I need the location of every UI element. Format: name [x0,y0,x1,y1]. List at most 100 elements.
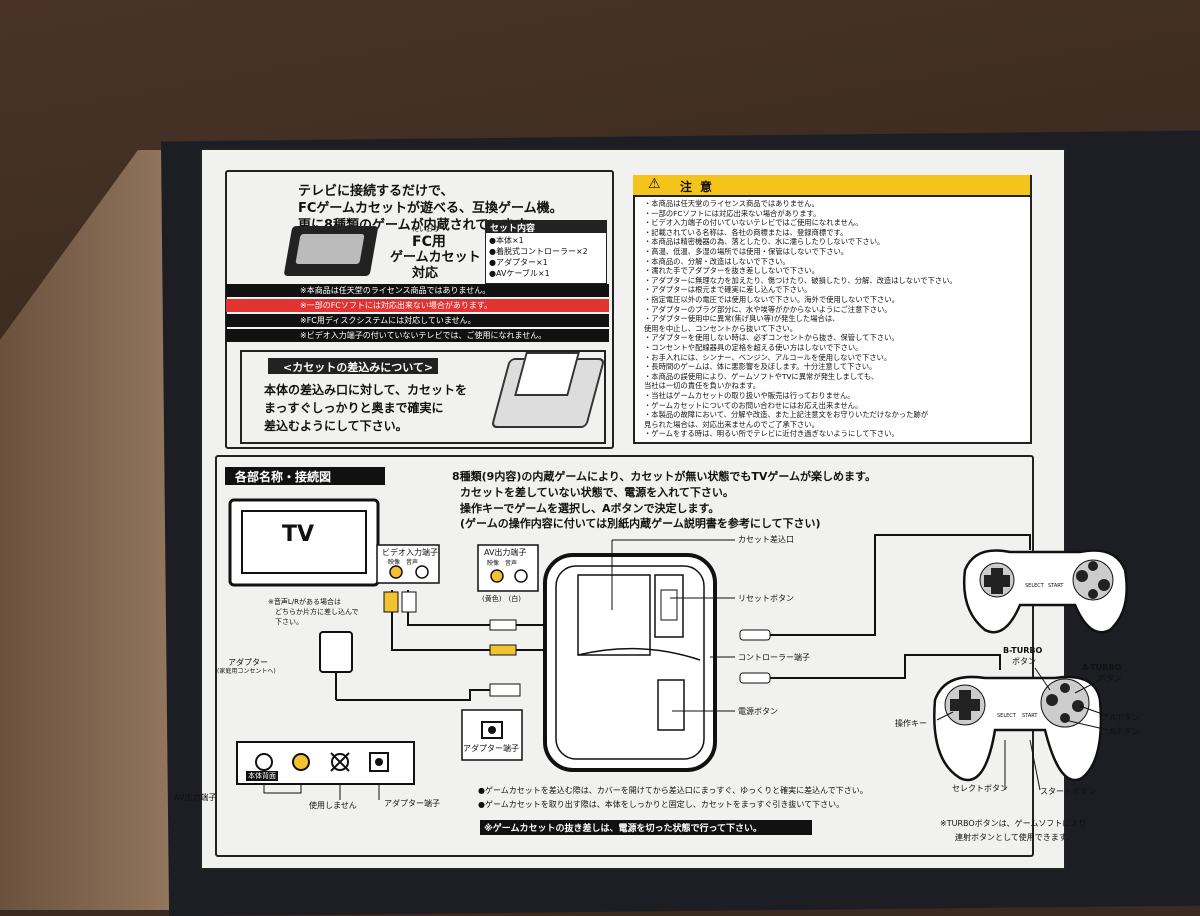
caution-line: ・本製品の故障において、分解や改造、また上記注意文をお守りいただけなかった跡が [644,410,928,420]
insert-note-2: ●ゲームカセットを取り出す際は、本体をしっかりと固定し、カセットをまっすぐ引き抜… [478,800,845,809]
cassette-insert-line-2: まっすぐしっかりと奥まで確実に [264,401,444,415]
diagram-panel [215,455,1034,857]
video-input-label: ビデオ入力端子 [382,548,438,557]
diagram-desc-1: 8種類(9内容)の内蔵ゲームにより、カセットが無い状態でもTVゲームが楽しめます… [452,470,876,483]
caution-header [633,175,1030,197]
caution-line: ・アダプターのプラグ部分に、水や埃等がかからないようにご注意下さい。 [644,304,892,314]
caution-line: ・本商品の、分解・改造はしないで下さい。 [644,256,790,266]
cassette-insert-line-1: 本体の差込み口に対して、カセットを [264,383,468,397]
caution-line: 見られた場合は、対応出来ませんのでご了承下さい。 [644,419,819,429]
caution-line: ・ビデオ入力端子の付いていないテレビではご使用になれません。 [644,218,863,228]
power-off-note: ※ゲームカセットの抜き差しは、電源を切った状態で行って下さい。 [484,824,763,834]
audio-note-3: 下さい。 [275,618,303,626]
cassette-insert-line-3: 差込むようにして下さい。 [264,419,408,433]
diagram-desc-3: 操作キーでゲームを選択し、Aボタンで決定します。 [460,502,720,515]
caution-line: 当社は一切の責任を負いかねます。 [644,381,761,391]
caution-line: ・本商品は精密機器の為、落としたり、水に濡らしたりしないで下さい。 [644,237,885,247]
turbo-note-1: ※TURBOボタンは、ゲームソフトにより [940,819,1087,828]
caution-title: 注意 [680,180,721,194]
b-turbo-label: B-TURBO [1003,646,1043,655]
note-1: ※本商品は任天堂のライセンス商品ではありません。 [300,286,491,295]
note-4: ※ビデオ入力端子の付いていないテレビでは、ご使用になれません。 [300,331,547,340]
pad-select-label: SELECT [1025,583,1044,589]
caution-line: ・本商品は任天堂のライセンス商品ではありません。 [644,199,819,208]
a-button-label: Aボタン [1110,713,1140,722]
intro-line-2: FCゲームカセットが遊べる、互換ゲーム機。 [298,201,563,216]
caution-line: ・ゲームカセットについてのお問い合わせにはお応え出来ません。 [644,400,863,410]
audio-note-1: ※音声L/Rがある場合は [268,598,341,606]
diagram-desc-2: カセットを差していない状態で、電源を入れて下さい。 [460,486,734,499]
cassette-insert-title: <カセットの差込みについて> [283,361,434,374]
audio-note-2: どちらか片方に差し込んで [275,608,359,616]
b-button-label: Bボタン [1110,727,1140,736]
set-contents-header [485,220,607,233]
diagram-desc-4: (ゲームの操作内容に付いては別紙内蔵ゲーム説明書を参考にして下さい) [460,517,821,530]
warning-icon: ⚠ [648,176,661,192]
caution-line: ・ゲームをする時は、明るい所でテレビに近付き過ぎないようにして下さい。 [644,429,899,439]
cassette-slot-label: カセット差込口 [738,535,794,544]
note-bar-4 [226,329,609,342]
caution-line: ・本商品の誤使用により、ゲームソフトやTVに異常が発生しましても、 [644,371,879,381]
dpad-label: 操作キー [895,719,927,728]
set-contents-title: セット内容 [490,224,536,234]
badge-ruby: たいおう [412,225,440,233]
caution-line: ・コンセントや配線器具の定格を超える使い方はしないで下さい。 [644,343,863,352]
note-2: ※一部のFCソフトには対応出来ない場合があります。 [300,301,493,310]
intro-line-1: テレビに接続するだけで、 [298,184,454,199]
reset-button-label: リセットボタン [738,594,794,603]
cassette-insert-title-bar [268,358,438,374]
caution-line: ・アダプターを使用しない時は、必ずコンセントから抜き、保管して下さい。 [644,333,899,343]
av-colors: (黄色) (白) [482,595,521,603]
power-button-label: 電源ボタン [738,707,778,716]
caution-line: ・お手入れには、シンナー、ベンジン、アルコールを使用しないで下さい。 [644,352,892,362]
caution-line: ・高温、低温、多湿の場所では使用・保管はしないで下さい。 [644,247,849,256]
back-av-label: AV出力端子 [174,793,217,802]
caution-line: ・濡れた手でアダプターを抜き差ししないで下さい。 [644,266,819,276]
note-bar-1 [226,284,609,297]
caution-line: ・記載されている名称は、各社の商標または、登録商標です。 [644,227,848,237]
tv-label: TV [282,522,315,547]
start-button-label: スタートボタン [1040,787,1096,796]
caution-line: ・長時間のゲームは、体に悪影響を及ぼします。十分注意して下さい。 [644,362,877,372]
diagram-title-bar [225,467,385,485]
cassette-insert-panel [240,350,606,444]
caution-line: 使用を中止し、コンセントから抜いて下さい。 [644,323,798,333]
a-turbo-label: A-TURBO [1082,663,1122,672]
pad2-select-label: SELECT [997,713,1016,719]
set-item-2: ●着脱式コントローラー×2 [489,247,588,256]
a-turbo-sub: ボタン [1098,674,1122,683]
note-bar-3 [226,314,609,327]
badge-line-3: 対応 [412,266,439,281]
set-item-3: ●アダプター×1 [489,258,548,267]
badge-line-1: FC用 [412,234,446,250]
pad2-start-label: START [1022,713,1038,719]
select-button-label: セレクトボタン [952,784,1008,793]
note-3: ※FC用ディスクシステムには対応していません。 [300,316,476,325]
note-bar-2 [226,299,609,312]
video-input-sub: 映像 音声 [388,559,419,566]
diagram-title: 各部名称・接続図 [235,470,332,484]
turbo-note-2: 連射ボタンとして使用できます。 [955,833,1074,842]
back-unused-label: 使用しません [309,801,357,810]
set-item-1: ●本体×1 [489,236,524,245]
caution-line: ・一部のFCソフトには対応出来ない場合があります。 [644,208,821,218]
caution-line: ・アダプターに無理な力を加えたり、傷つけたり、破損したり、分解、改造はしないで下… [644,275,957,285]
badge-line-2: ゲームカセット [390,250,481,265]
caution-line: ・指定電圧以外の電圧では使用しないで下さい。海外で使用しないで下さい。 [644,295,899,304]
adapter-sub: (家庭用コンセントへ) [217,668,276,675]
b-turbo-sub: ボタン [1012,657,1036,666]
back-adapter-label: アダプター端子 [384,799,440,808]
pad-start-label: START [1048,583,1064,589]
caution-line: ・アダプターは根元まで確実に差し込んで下さい。 [644,285,812,295]
av-output-sub: 映像 音声 [487,560,518,567]
insert-note-1: ●ゲームカセットを差込む際は、カバーを開けてから差込口にまっすぐ、ゆっくりと確実… [478,786,868,795]
adapter-port-label: アダプター端子 [463,744,519,753]
adapter-label: アダプター [228,658,268,667]
controller-port-label: コントローラー端子 [738,653,810,662]
caution-line: ・当社はゲームカセットの取り扱いや販売は行っておりません。 [644,391,855,400]
set-item-4: ●AVケーブル×1 [489,269,550,278]
back-panel-label: 本体背面 [246,771,278,781]
av-output-label: AV出力端子 [484,548,527,557]
caution-line: ・アダプター使用中に異常(焦げ臭い等)が発生した場合は、 [644,314,840,324]
